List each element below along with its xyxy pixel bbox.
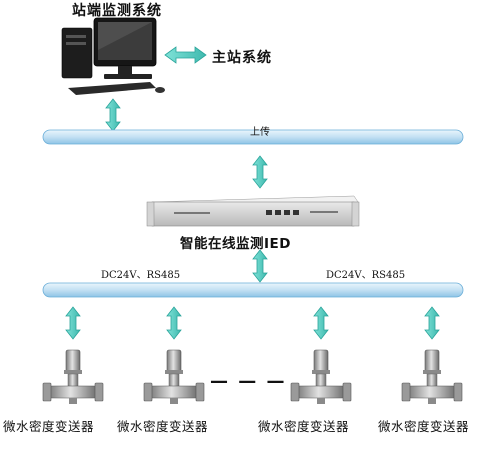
ellipsis-dashes: — — — xyxy=(210,371,287,392)
sensor-icon xyxy=(401,349,463,405)
double-arrow-icon xyxy=(105,98,121,132)
double-arrow-icon xyxy=(252,249,268,283)
upload-bus-label: 上传 xyxy=(250,127,270,138)
ied-device-label: 智能在线监测IED xyxy=(180,236,291,252)
master-system-label: 主站系统 xyxy=(212,50,272,66)
sensor-icon xyxy=(42,349,104,405)
power-bus-label-left: DC24V、RS485 xyxy=(101,270,181,281)
double-arrow-icon xyxy=(65,306,81,340)
sensor-icon xyxy=(143,349,205,405)
sensor-icon xyxy=(290,349,352,405)
double-arrow-icon xyxy=(166,306,182,340)
double-arrow-icon xyxy=(252,155,268,189)
power-bus-label-right: DC24V、RS485 xyxy=(326,270,406,281)
double-arrow-icon xyxy=(313,306,329,340)
sensor-label-4: 微水密度变送器 xyxy=(378,419,470,434)
computer-icon xyxy=(61,17,165,95)
power-bus xyxy=(42,282,464,298)
double-arrow-icon xyxy=(424,306,440,340)
sensor-label-2: 微水密度变送器 xyxy=(117,419,209,434)
upload-bus xyxy=(42,129,464,145)
sensor-label-3: 微水密度变送器 xyxy=(258,419,350,434)
double-arrow-icon xyxy=(164,46,207,64)
ied-device-icon xyxy=(146,195,360,227)
sensor-label-1: 微水密度变送器 xyxy=(3,419,95,434)
station-system-label: 站端监测系统 xyxy=(72,3,162,19)
